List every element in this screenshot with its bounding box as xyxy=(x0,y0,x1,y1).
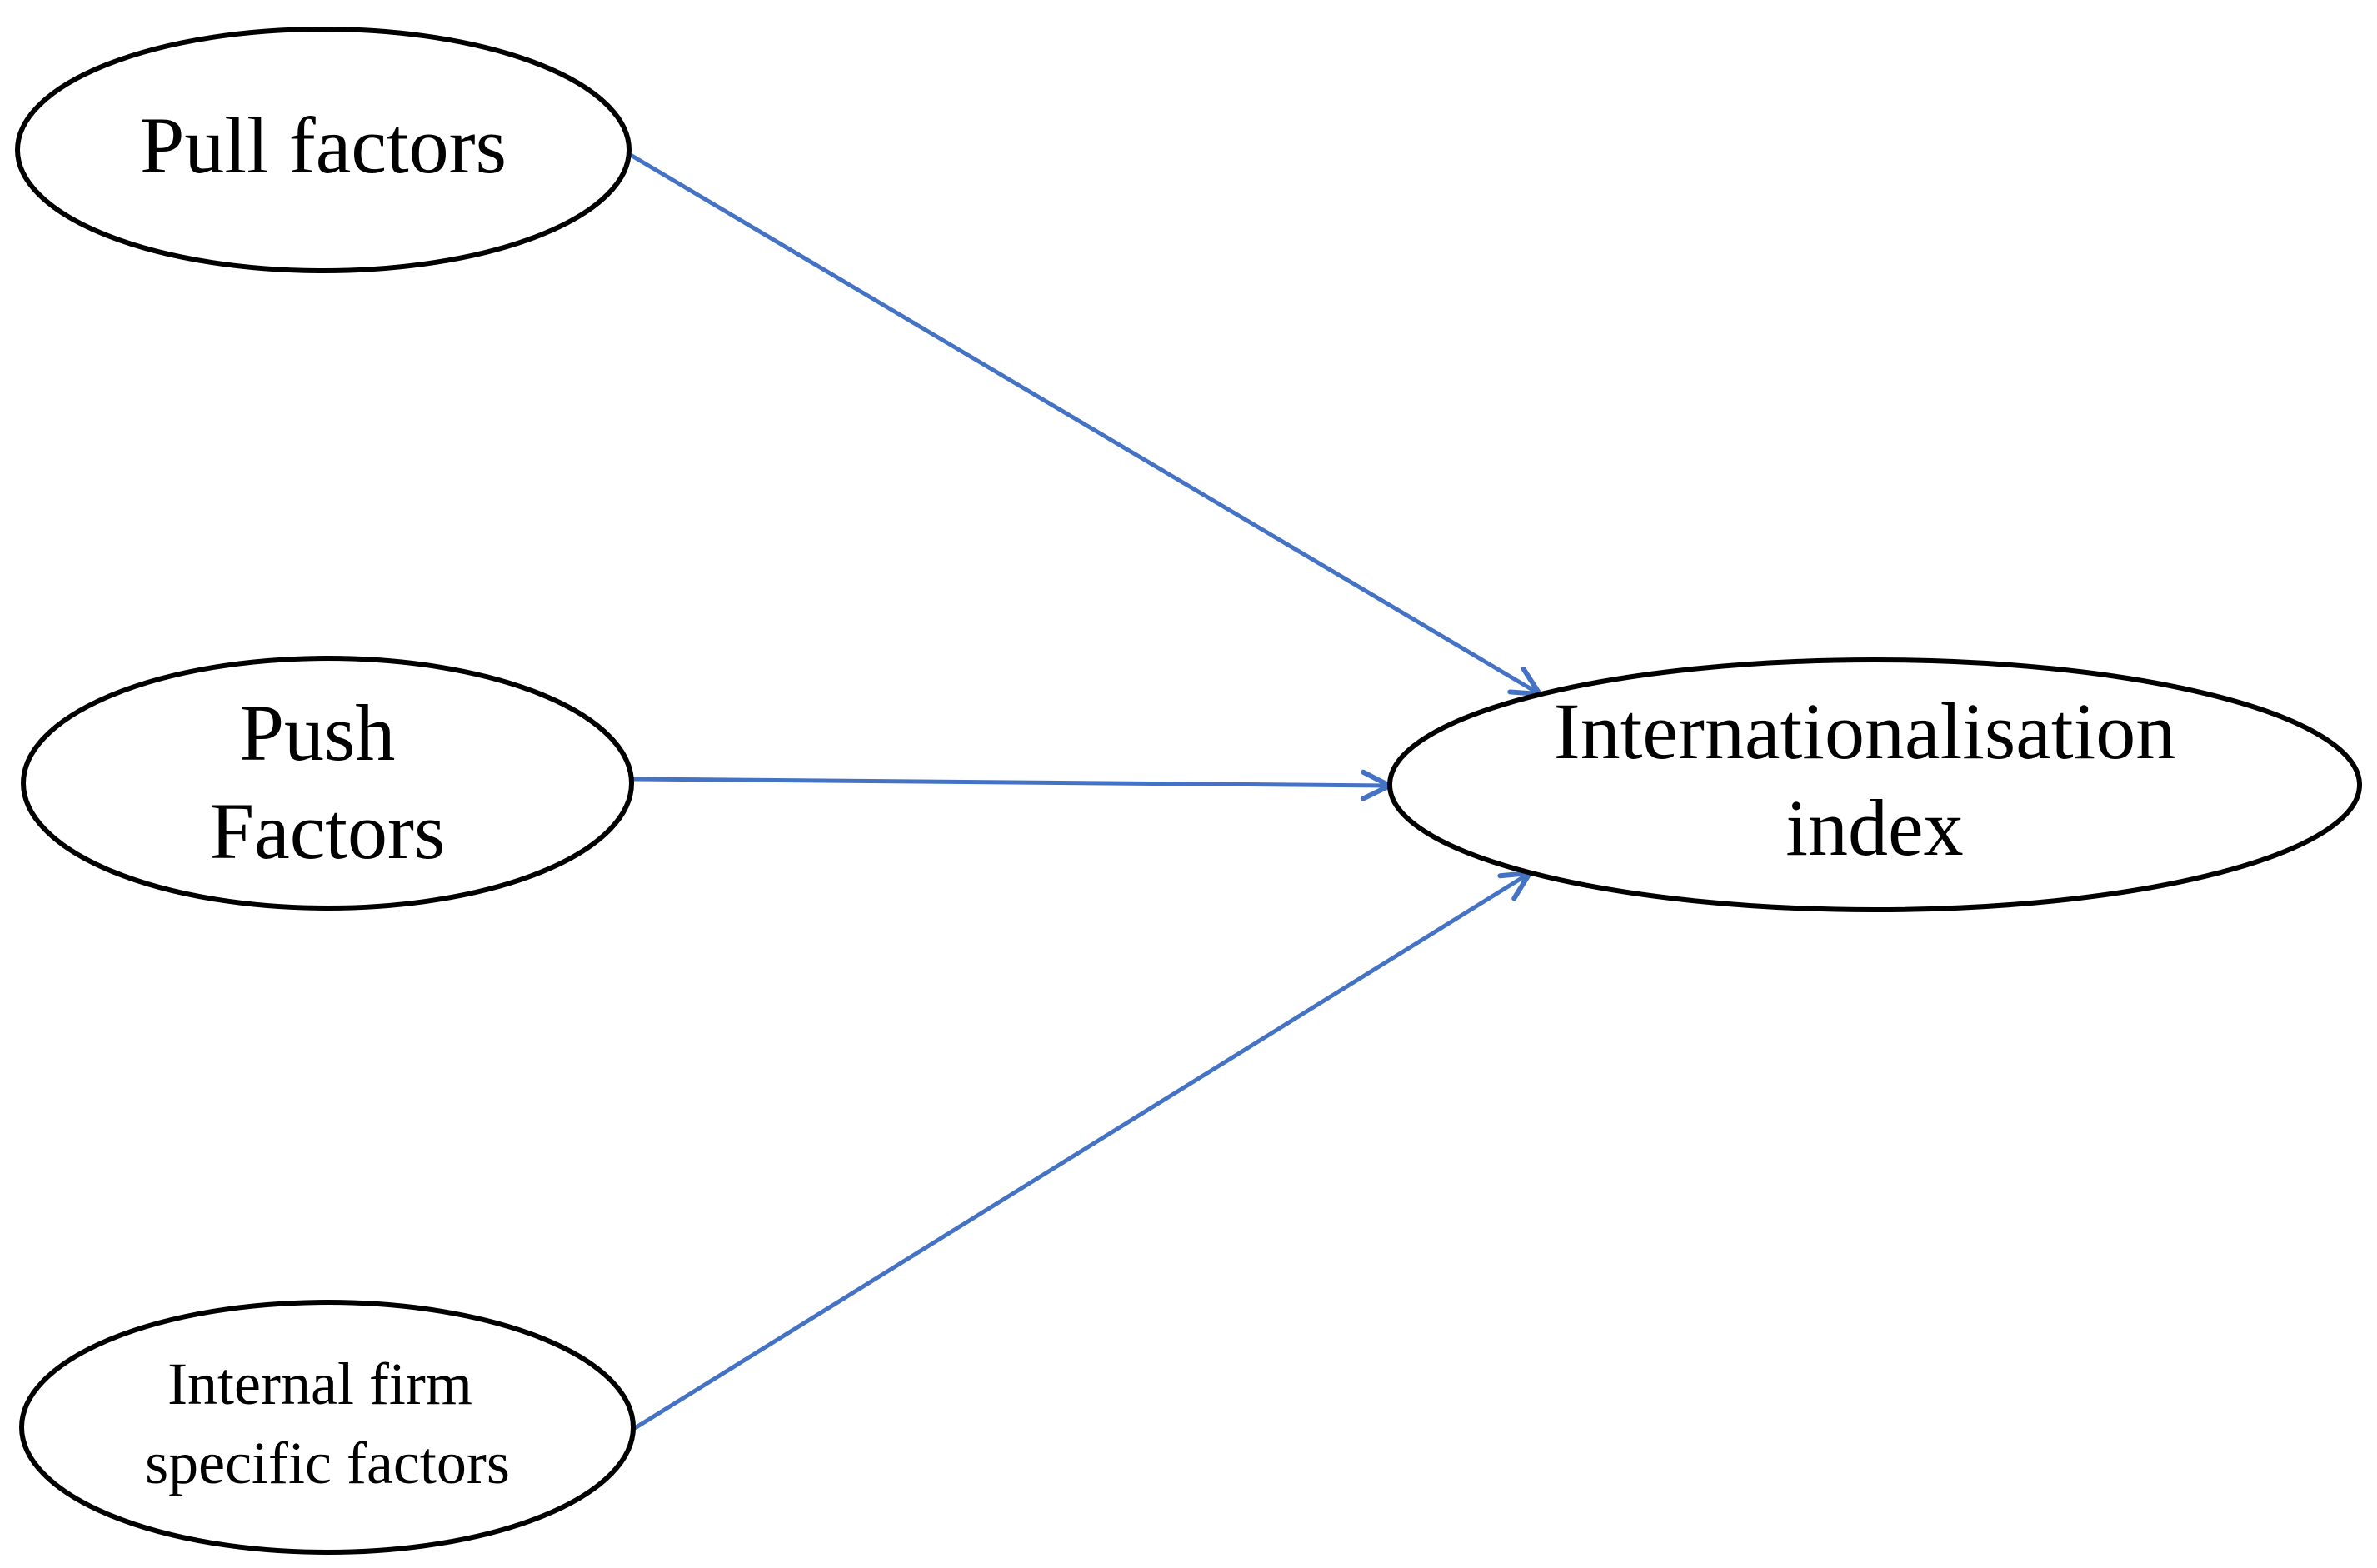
node-internationalisation-index: Internationalisation index xyxy=(1387,657,2362,912)
node-push-factors: Push Factors xyxy=(21,656,634,911)
node-pull-factors-shape xyxy=(15,27,632,273)
node-pull-factors-label: Pull factors xyxy=(140,101,507,190)
node-pull-factors-line-1: Pull factors xyxy=(140,101,507,190)
node-push-factors-label: Push Factors xyxy=(210,688,446,876)
node-index-line-2: index xyxy=(1785,783,1963,872)
node-internal-factors-label: Internal firm specific factors xyxy=(145,1351,510,1496)
node-push-factors-shape xyxy=(21,656,634,911)
node-push-factors-line-1: Push xyxy=(240,688,396,777)
node-push-factors-line-2: Factors xyxy=(210,786,446,876)
node-internal-firm-specific-factors: Internal firm specific factors xyxy=(19,1300,636,1555)
arrow-push-to-index xyxy=(631,769,1392,801)
node-index-label: Internationalisation index xyxy=(1554,687,2195,872)
node-internal-factors-line-1: Internal firm xyxy=(167,1351,472,1417)
edges-group xyxy=(627,152,1542,1431)
arrow-pull-to-index xyxy=(627,152,1542,697)
node-internal-factors-line-2: specific factors xyxy=(145,1430,510,1496)
arrow-internal-to-index xyxy=(633,871,1532,1431)
node-pull-factors: Pull factors xyxy=(15,27,632,273)
node-index-line-1: Internationalisation xyxy=(1554,687,2175,776)
node-index-shape xyxy=(1387,657,2362,912)
node-internal-factors-shape xyxy=(19,1300,636,1555)
